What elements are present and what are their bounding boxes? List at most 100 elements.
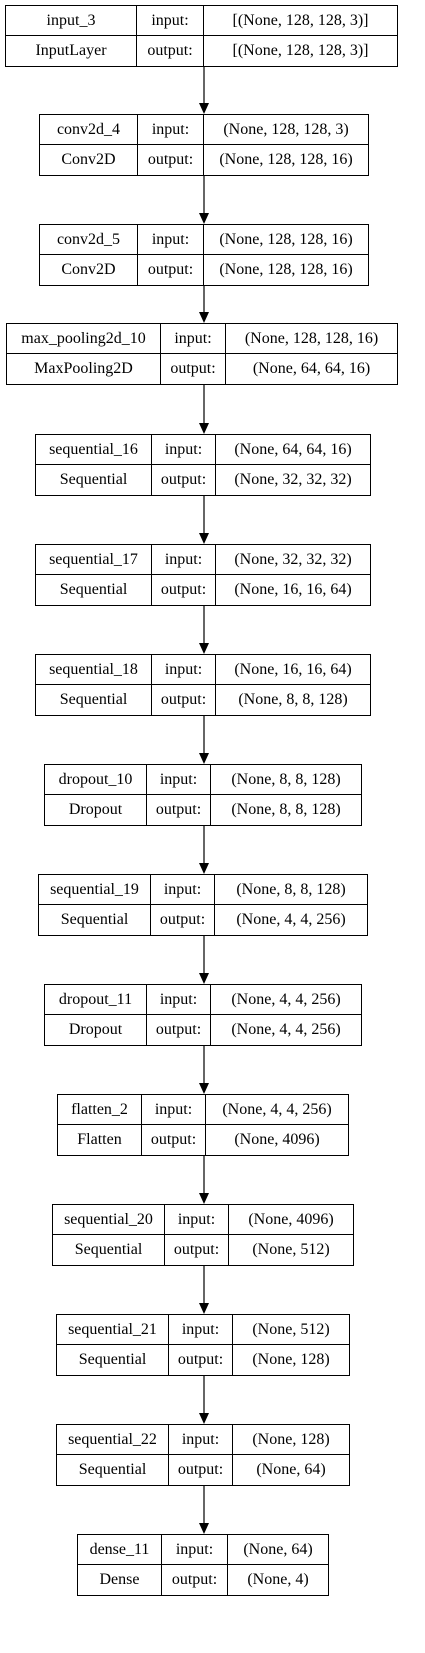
arrowhead-icon: [199, 863, 209, 874]
input-shape: [(None, 128, 128, 3)]: [204, 6, 397, 36]
layer-name: sequential_20: [53, 1205, 165, 1235]
layer-name: input_3: [6, 6, 137, 36]
output-label: output:: [161, 354, 226, 384]
output-shape: (None, 4, 4, 256): [231, 1021, 341, 1038]
output-shape: (None, 4, 4, 256): [236, 911, 346, 928]
input-shape: (None, 16, 16, 64): [216, 655, 370, 685]
output-shape: (None, 64, 64, 16): [252, 360, 371, 377]
layer-type: Sequential: [39, 905, 151, 935]
layer-type: Sequential: [36, 685, 152, 715]
layer-type: MaxPooling2D: [7, 354, 161, 384]
input-shape: (None, 4096): [229, 1205, 353, 1235]
input-label: input:: [142, 1095, 206, 1125]
layer-name: dropout_11: [45, 985, 147, 1015]
input-label: input:: [147, 765, 211, 795]
input-label: input:: [147, 985, 211, 1015]
input-shape: (None, 4, 4, 256): [211, 985, 361, 1015]
output-label: output:: [138, 255, 204, 285]
input-label: input:: [137, 6, 204, 36]
output-label: output:: [142, 1125, 206, 1155]
arrowhead-icon: [199, 753, 209, 764]
input-shape: (None, 128, 128, 3): [204, 115, 368, 145]
arrowhead-icon: [199, 1083, 209, 1094]
input-label: input:: [169, 1425, 233, 1455]
output-shape: [(None, 128, 128, 3)]: [232, 42, 369, 59]
layer-type: Dropout: [45, 795, 147, 825]
arrowhead-icon: [199, 973, 209, 984]
layer-type: Sequential: [57, 1345, 169, 1375]
input-shape: (None, 32, 32, 32): [216, 545, 370, 575]
output-label: output:: [152, 685, 216, 715]
input-shape: (None, 512): [233, 1315, 349, 1345]
output-shape: (None, 8, 8, 128): [238, 691, 348, 708]
layer-type: Dense: [78, 1565, 162, 1595]
layer-name: flatten_2: [58, 1095, 142, 1125]
arrowhead-icon: [199, 533, 209, 544]
input-label: input:: [162, 1535, 228, 1565]
output-shape: (None, 16, 16, 64): [234, 581, 352, 598]
input-label: input:: [138, 225, 204, 255]
layer-name: sequential_19: [39, 875, 151, 905]
input-shape: (None, 64, 64, 16): [216, 435, 370, 465]
layer-type: Sequential: [53, 1235, 165, 1265]
output-shape: (None, 4096): [234, 1131, 320, 1148]
arrowhead-icon: [199, 1193, 209, 1204]
input-shape: (None, 128): [233, 1425, 349, 1455]
input-label: input:: [152, 435, 216, 465]
arrowhead-icon: [199, 103, 209, 114]
layer-name: sequential_21: [57, 1315, 169, 1345]
output-shape: (None, 128, 128, 16): [219, 261, 353, 278]
output-label: output:: [165, 1235, 229, 1265]
layer-name: conv2d_5: [40, 225, 138, 255]
arrowhead-icon: [199, 643, 209, 654]
layer-type: Conv2D: [40, 145, 138, 175]
output-shape: (None, 64): [256, 1461, 326, 1478]
arrowhead-icon: [199, 1523, 209, 1534]
input-shape: (None, 8, 8, 128): [211, 765, 361, 795]
layer-name: sequential_18: [36, 655, 152, 685]
layer-name: dropout_10: [45, 765, 147, 795]
input-label: input:: [138, 115, 204, 145]
layer-name: sequential_16: [36, 435, 152, 465]
layer-name: max_pooling2d_10: [7, 324, 161, 354]
output-label: output:: [147, 795, 211, 825]
output-label: output:: [152, 575, 216, 605]
output-label: output:: [152, 465, 216, 495]
arrowhead-icon: [199, 312, 209, 323]
output-shape: (None, 8, 8, 128): [231, 801, 341, 818]
output-shape: (None, 4): [247, 1571, 309, 1588]
layer-type: Sequential: [57, 1455, 169, 1485]
output-label: output:: [151, 905, 215, 935]
input-shape: (None, 128, 128, 16): [204, 225, 368, 255]
input-label: input:: [151, 875, 215, 905]
output-label: output:: [169, 1455, 233, 1485]
layer-type: Conv2D: [40, 255, 138, 285]
arrowhead-icon: [199, 1303, 209, 1314]
output-label: output:: [162, 1565, 228, 1595]
input-shape: (None, 4, 4, 256): [206, 1095, 348, 1125]
output-shape: (None, 32, 32, 32): [234, 471, 352, 488]
output-label: output:: [138, 145, 204, 175]
layer-type: Flatten: [58, 1125, 142, 1155]
input-label: input:: [165, 1205, 229, 1235]
layer-name: conv2d_4: [40, 115, 138, 145]
output-label: output:: [137, 36, 204, 66]
layer-type: Sequential: [36, 575, 152, 605]
output-label: output:: [147, 1015, 211, 1045]
output-shape: (None, 128): [252, 1351, 330, 1368]
layer-type: InputLayer: [6, 36, 137, 66]
